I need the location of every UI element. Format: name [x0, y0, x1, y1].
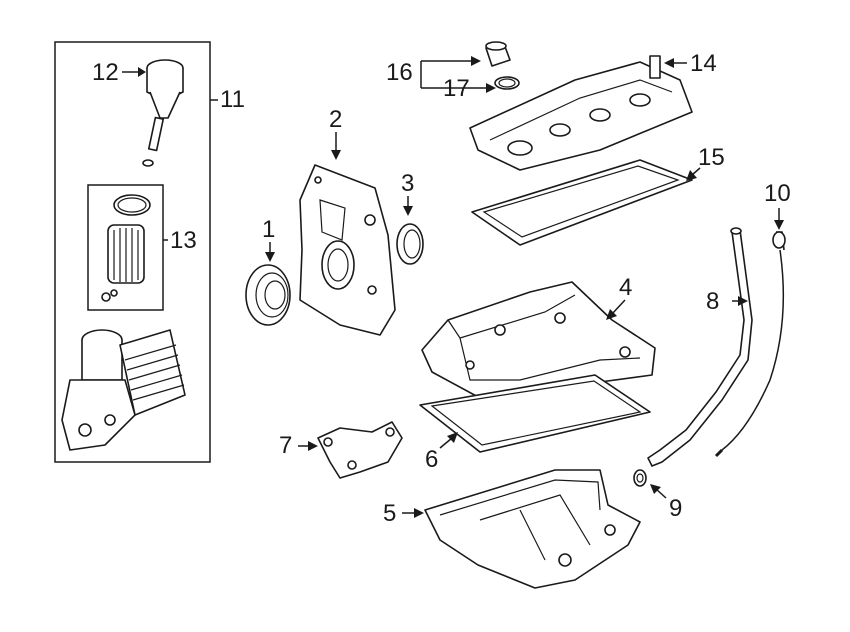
callout-14: 14: [690, 50, 717, 77]
oil-filter-housing: [61, 329, 186, 451]
callout-17: 17: [443, 75, 470, 102]
dipstick: [714, 231, 786, 458]
oil-filler-seal: [494, 76, 520, 90]
callout-15: 15: [698, 144, 725, 171]
callout-6: 6: [425, 446, 439, 473]
valve-cover: [469, 55, 693, 171]
callout-3: 3: [401, 170, 415, 197]
callout-5: 5: [383, 500, 397, 527]
lower-oil-pan: [424, 469, 641, 589]
timing-cover: [299, 164, 396, 336]
oil-pan-gasket: [419, 374, 651, 453]
upper-oil-pan: [421, 281, 656, 399]
callout-9: 9: [669, 495, 683, 522]
valve-cover-gasket: [471, 159, 693, 246]
drain-plug-washer: [633, 469, 647, 487]
crankshaft-pulley: [245, 264, 291, 326]
callout-2: 2: [329, 106, 343, 133]
callout-11: 11: [220, 86, 245, 113]
oil-filter-group-box: [54, 41, 218, 463]
callout-8: 8: [706, 288, 720, 315]
oil-filter-cap: [142, 59, 184, 167]
callout-7: 7: [279, 432, 293, 459]
dipstick-tube: [647, 227, 753, 467]
oil-filler-cap: [485, 41, 511, 67]
mounting-bracket: [317, 421, 403, 479]
callout-10: 10: [764, 180, 791, 207]
callout-4: 4: [619, 274, 633, 301]
front-seal: [396, 223, 424, 265]
callout-16: 16: [386, 59, 413, 86]
callout-1: 1: [262, 216, 276, 243]
callout-12: 12: [92, 59, 119, 86]
oil-filter-element: [101, 194, 151, 302]
callout-13: 13: [170, 227, 197, 254]
